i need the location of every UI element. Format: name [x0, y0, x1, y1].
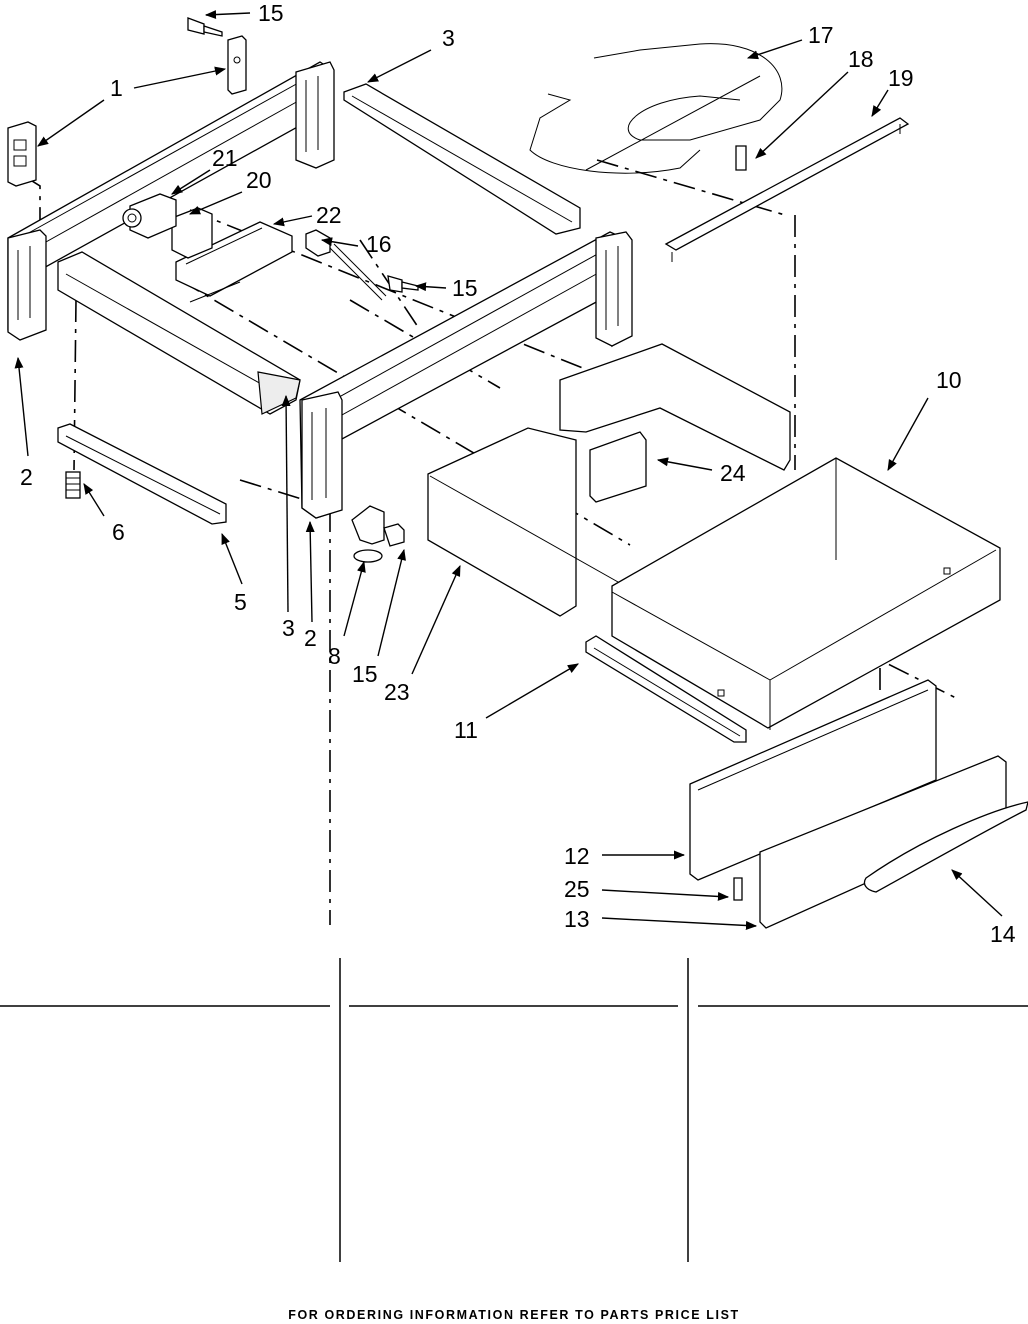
callout-2-bottom: 2	[304, 625, 317, 651]
callout-23: 23	[384, 679, 410, 705]
slide-5-part	[58, 424, 226, 524]
parts-list-table	[0, 958, 1028, 1262]
screw-bottom-part	[384, 524, 404, 546]
callout-13: 13	[564, 906, 590, 932]
callout-14: 14	[990, 921, 1016, 947]
callout-12: 12	[564, 843, 590, 869]
callout-1: 1	[110, 75, 123, 101]
callout-15-top: 15	[258, 0, 284, 26]
callout-3-bottom: 3	[282, 615, 295, 641]
callout-22: 22	[316, 202, 342, 228]
callout-24: 24	[720, 460, 746, 486]
callout-20: 20	[246, 167, 272, 193]
screw-18-part	[736, 146, 746, 170]
screw-25-part	[734, 878, 742, 900]
callout-5: 5	[234, 589, 247, 615]
callout-25: 25	[564, 876, 590, 902]
screw-middle-part	[388, 276, 418, 292]
callout-2-left: 2	[20, 464, 33, 490]
callout-19: 19	[888, 65, 914, 91]
callout-16: 16	[366, 231, 392, 257]
callout-11: 11	[454, 717, 478, 743]
screw-top-part	[188, 18, 222, 36]
callout-3-top: 3	[442, 25, 455, 51]
callout-6: 6	[112, 519, 125, 545]
callout-15-bottom: 15	[352, 661, 378, 687]
top-bracket-part	[228, 36, 246, 94]
callout-10: 10	[936, 367, 962, 393]
callout-17: 17	[808, 22, 834, 48]
anti-tip-8-part	[352, 506, 384, 562]
callout-15-middle: 15	[452, 275, 478, 301]
callout-21: 21	[212, 145, 238, 171]
callout-8: 8	[328, 643, 341, 669]
footer-ordering-note: FOR ORDERING INFORMATION REFER TO PARTS …	[0, 1308, 1028, 1322]
bracket-20-part	[172, 208, 212, 258]
callout-18: 18	[848, 46, 874, 72]
side-bracket-part	[8, 122, 36, 186]
panel-24-part	[590, 432, 646, 502]
leveling-leg-6-part	[66, 472, 80, 498]
